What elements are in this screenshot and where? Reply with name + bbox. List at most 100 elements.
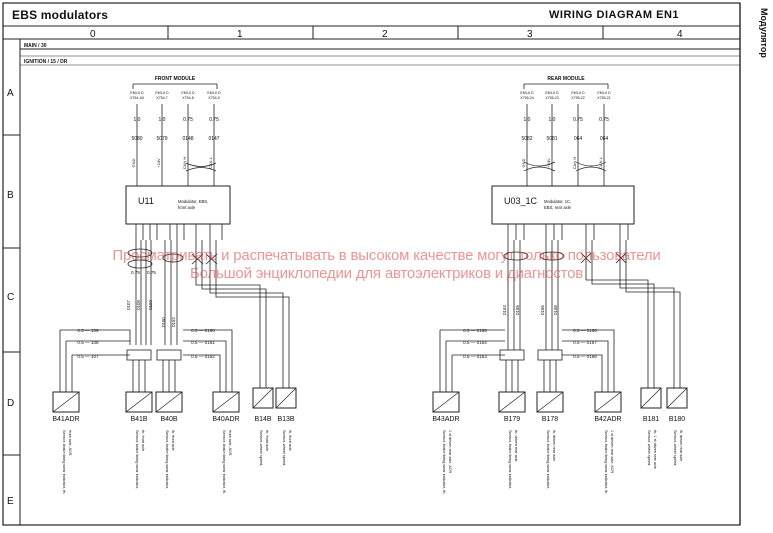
sensor-b180 (666, 387, 688, 409)
sensor-symbol-diagonal (125, 391, 153, 413)
connector-id: X754-7 (156, 96, 168, 100)
column-dividers (167, 26, 604, 39)
main-bus-label: MAIN / 30 (24, 43, 47, 49)
wire-number: 0147 (208, 136, 219, 142)
sensor-description: rh, front axle (141, 430, 145, 451)
front-module-desc: front axle (178, 205, 196, 210)
connector-id: EMI-II D (545, 91, 559, 95)
wire-label: 0.5 — 0165 (463, 328, 487, 333)
front-module-id: U11 (138, 196, 154, 206)
sensor-description: Sensor, wheel speed, (282, 430, 286, 466)
sensor-symbol-diagonal (155, 391, 183, 413)
sensor-box (432, 391, 460, 413)
sensor-id: B181 (643, 416, 659, 423)
sensor-symbol-diagonal (252, 387, 274, 409)
wire-number: 5080 (131, 136, 142, 142)
connector-id: EMI-II D (181, 91, 195, 95)
sensor-box (536, 391, 564, 413)
wire-label: 0.5 — 0162 (191, 354, 215, 359)
sensor-b41adr (52, 391, 80, 413)
sensor-id: B180 (669, 416, 685, 423)
sensor-box (666, 387, 688, 409)
sensor-description: 1 st driven rear axle, ADR (448, 430, 452, 474)
sensor-box (275, 387, 297, 409)
wire-label: 0.5 — 0166 (573, 328, 597, 333)
signal-name: +24V (546, 158, 551, 168)
row-letter: C (7, 292, 15, 303)
sensor-description: lh, front axle (288, 430, 292, 451)
front-module-desc: Modulator, EBS, (178, 199, 208, 204)
wire-label: 0.5 — 0167 (573, 340, 597, 345)
row-letter: B (7, 190, 14, 201)
rear-module-desc: Modulator, 1C, (544, 199, 571, 204)
sensor-description: Sensor, brake lining wear indicator, rh, (62, 430, 66, 494)
wire-number: 0160 (161, 317, 166, 327)
sensor-symbol-diagonal (536, 391, 564, 413)
sensor-symbol-diagonal (432, 391, 460, 413)
wire-size: 0.75 (209, 117, 219, 123)
u03-module-box (491, 185, 635, 225)
sensor-description: Sensor, brake lining wear indicator, (135, 430, 139, 489)
sensor-symbol-diagonal (666, 387, 688, 409)
rear-module-desc: EBS, rear axle (544, 205, 572, 210)
sensor-id: B14B (254, 416, 271, 423)
sensor-id: B40ADR (212, 416, 239, 423)
sensor-description: Sensor, brake lining wear indicator, (508, 430, 512, 489)
wire-label: 0.5 — 108 (77, 340, 99, 345)
wire-number: 0152 (171, 317, 176, 327)
sensor-description: Sensor, brake lining wear indicator, rh, (442, 430, 446, 494)
wire-size: 0.75 (183, 117, 193, 123)
sensor-description: Sensor, brake lining wear indicator, (165, 430, 169, 489)
wire-label: 0.5 — 0163 (463, 354, 487, 359)
sensor-description: Sensor, brake lining wear indicator, lh, (604, 430, 608, 494)
sensor-b13b (275, 387, 297, 409)
diagram-label: WIRING DIAGRAM EN1 (549, 9, 679, 21)
sensor-symbol-diagonal (212, 391, 240, 413)
signal-name: CAN L (598, 156, 603, 169)
signal-name: CAN H (572, 157, 577, 170)
u11-module-box (125, 185, 231, 225)
sensor-b40adr (212, 391, 240, 413)
wire-size: 1.0 (524, 117, 531, 123)
connector-id: EMI-II D (571, 91, 585, 95)
connector-id: X754-8 (182, 96, 194, 100)
connector-id: X755-23 (545, 96, 559, 100)
sensor-box (498, 391, 526, 413)
connector-id: X754-A0 (130, 96, 144, 100)
sensor-symbol-diagonal (275, 387, 297, 409)
sensor-description: Sensor, wheel speed, (647, 430, 651, 466)
page-title: EBS modulators (12, 8, 109, 22)
connector-id: X755-21 (597, 96, 611, 100)
wire-size: 1.0 (549, 117, 556, 123)
sensor-id: B43ADR (432, 416, 459, 423)
sensor-description: lh, driven rear axle (552, 430, 556, 461)
wire-number: 5082 (521, 136, 532, 142)
sensor-id: B42ADR (594, 416, 621, 423)
sensor-description: front axle, ADR (68, 430, 72, 456)
sensor-box (252, 387, 274, 409)
sensor-b40b (155, 391, 183, 413)
sensor-description: 1 st driven rear axle, ADR (610, 430, 614, 474)
sensor-box (125, 391, 153, 413)
signal-name: GND (521, 158, 526, 167)
sensor-description: Sensor, brake lining wear indicator, (546, 430, 550, 489)
wire-label: 0.5 — 107 (77, 354, 99, 359)
sensor-id: B178 (542, 416, 558, 423)
sensor-description: front axle, ADR (228, 430, 232, 456)
sensor-description: Sensor, wheel speed, (259, 430, 263, 466)
sensor-box (52, 391, 80, 413)
sensor-symbol-diagonal (640, 387, 662, 409)
signal-name: +24V (156, 158, 161, 168)
wire-number: 0107 (126, 300, 131, 310)
wire-number: 0108 (136, 300, 141, 310)
sensor-box (594, 391, 622, 413)
wire-size: 0.75 (147, 270, 156, 275)
wire-number: 0163 (502, 305, 507, 315)
connector-id: X755-22 (571, 96, 585, 100)
sensor-symbol-diagonal (52, 391, 80, 413)
sensor-b43adr (432, 391, 460, 413)
sensor-description: rh, 1 st driven rear axle (653, 430, 657, 469)
sensor-id: B179 (504, 416, 520, 423)
wire-label: 0.5 — 0160 (191, 328, 215, 333)
